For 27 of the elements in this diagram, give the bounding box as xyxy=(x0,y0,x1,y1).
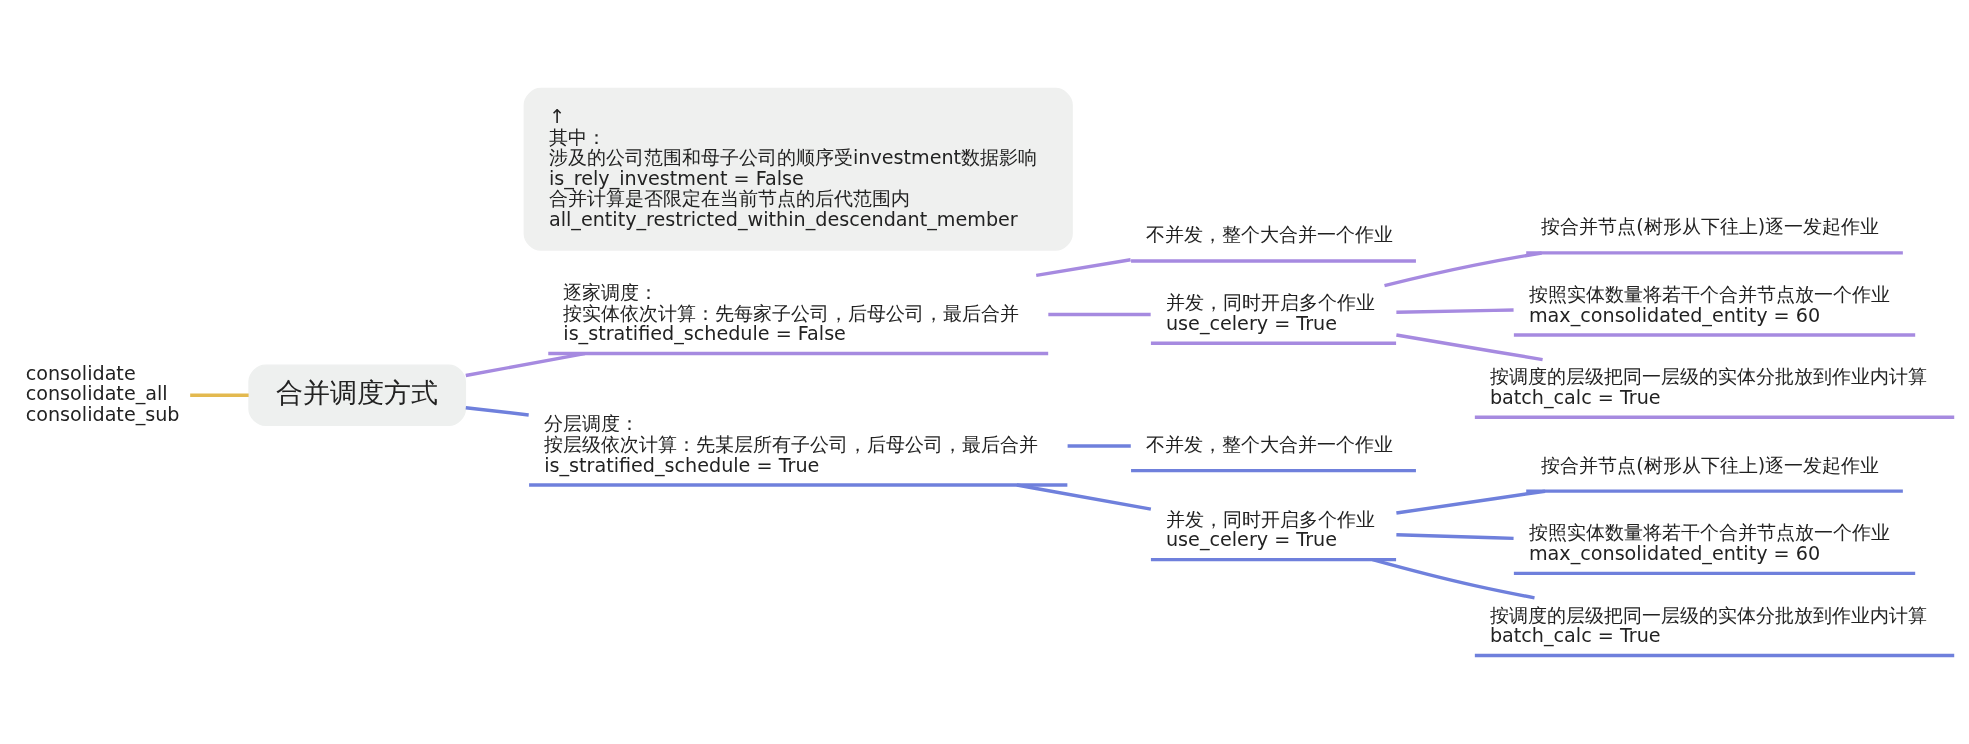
connector xyxy=(1396,489,1546,515)
connector xyxy=(1384,251,1542,288)
node-text: 并发，同时开启多个作业 use_celery = True xyxy=(1165,291,1375,335)
connector xyxy=(1048,312,1151,317)
node-text: 按调度的层级把同一层级的实体分批放到作业内计算 batch_calc = True xyxy=(1489,603,1927,648)
node-text: 分层调度： 按层级依次计算：先某层所有子公司，后母公司，最后合并 is_stratified_schedule = True xyxy=(544,412,1039,477)
connector xyxy=(1067,444,1131,448)
node-text: 按照实体数量将若干个合并节点放一个作业 max_consolidated_entity = 60 xyxy=(1528,521,1890,565)
node-text: consolidate consolidate_all consolidate_sub xyxy=(25,361,180,426)
node-text: 按合并节点(树形从下往上)逐一发起作业 xyxy=(1541,215,1880,239)
node-text: 逐家调度： 按实体依次计算：先每家子公司，后母公司，最后合并 is_stratified_schedule = False xyxy=(563,281,1020,346)
connector xyxy=(1372,558,1535,600)
node-text: 按合并节点(树形从下往上)逐一发起作业 xyxy=(1541,453,1880,477)
connector xyxy=(1035,258,1131,278)
connector xyxy=(465,406,529,417)
node-text: 并发，同时开启多个作业 use_celery = True xyxy=(1165,507,1375,552)
connector xyxy=(1016,483,1152,511)
node-text: 不并发，整个大合并一个作业 xyxy=(1146,433,1394,457)
node-text: 不并发，整个大合并一个作业 xyxy=(1146,223,1394,247)
connector xyxy=(465,351,586,378)
node-box: 合并调度方式 xyxy=(248,364,467,427)
connector xyxy=(190,393,249,397)
connector xyxy=(1396,532,1514,541)
node-text: 按照实体数量将若干个合并节点放一个作业 max_consolidated_entity = 60 xyxy=(1528,283,1890,327)
connector xyxy=(1396,333,1543,362)
node-text: 按调度的层级把同一层级的实体分批放到作业内计算 batch_calc = True xyxy=(1489,365,1927,409)
connector xyxy=(1396,308,1514,314)
